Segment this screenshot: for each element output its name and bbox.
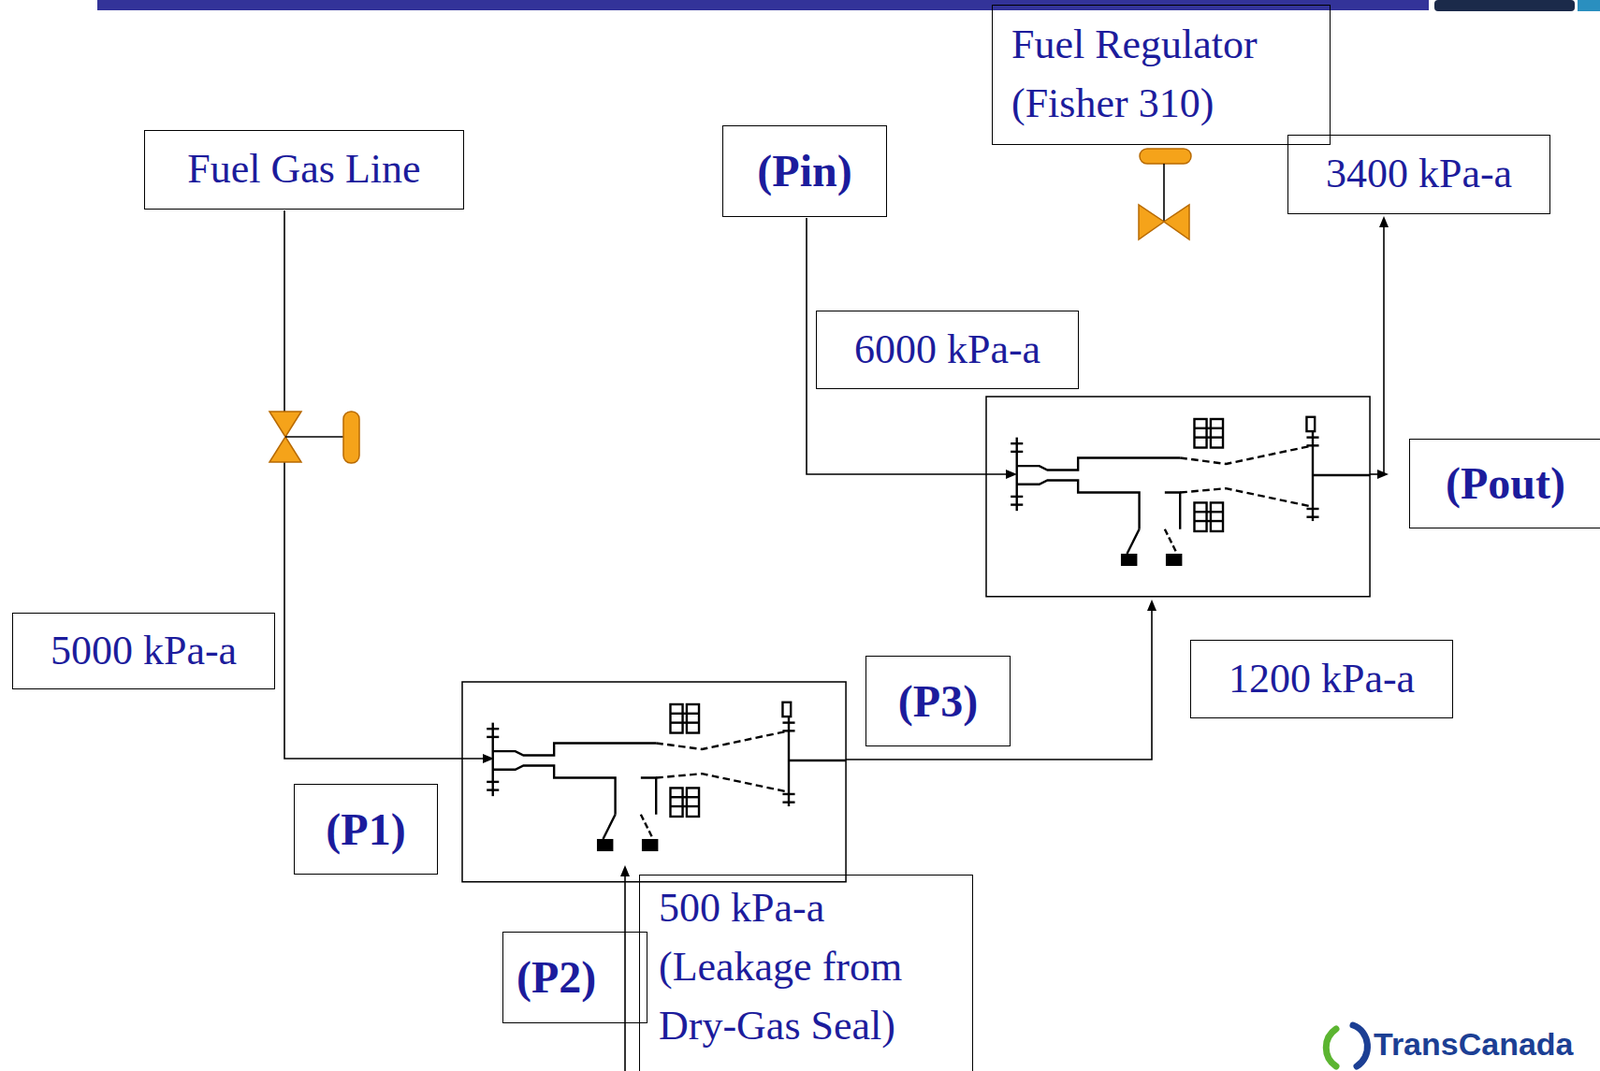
- header-image: [1434, 0, 1575, 12]
- arrowheads: [482, 754, 495, 764]
- arrowheads: [482, 216, 1389, 877]
- logo-mark: [1325, 1029, 1337, 1067]
- arrowheads: [1379, 216, 1389, 228]
- pressure-tag: (Pin): [756, 144, 852, 199]
- regulator-symbol: [1138, 148, 1192, 240]
- pipe-lines: [284, 210, 1384, 1071]
- valve-symbol: [343, 411, 360, 464]
- arrowheads: [1147, 599, 1157, 611]
- box-label: Fuel Regulator (Fisher 310): [1011, 15, 1311, 134]
- text-box: 5000 kPa-a: [12, 612, 276, 690]
- valve-symbol: [269, 411, 302, 437]
- pressure-tag: (P3): [898, 674, 978, 729]
- pipe-lines: [624, 873, 626, 1071]
- pressure-tag: (P1): [325, 802, 406, 858]
- regulator-symbol: [1163, 163, 1165, 222]
- text-box: 6000 kPa-a: [815, 310, 1079, 390]
- regulator-symbol: [1163, 204, 1190, 240]
- arrowheads: [1005, 469, 1018, 480]
- box-label: Fuel Gas Line: [187, 140, 421, 200]
- text-box: (P2): [502, 931, 648, 1024]
- regulator-symbol: [1138, 204, 1164, 240]
- ejector-upper: [986, 396, 1370, 597]
- text-box: 1200 kPa-a: [1190, 640, 1454, 719]
- header-image: [1577, 0, 1600, 12]
- pipe-lines: [845, 608, 1152, 760]
- logo-text: TransCanada: [1373, 1026, 1574, 1063]
- arrowheads: [1377, 469, 1389, 480]
- box-label: 6000 kPa-a: [854, 320, 1041, 380]
- text-box: (P3): [865, 655, 1011, 747]
- box-label: 1200 kPa-a: [1228, 650, 1415, 710]
- box-label: 3400 kPa-a: [1325, 145, 1513, 204]
- text-box: (Pout): [1409, 438, 1600, 529]
- text-box: (Pin): [722, 125, 888, 218]
- text-box: Fuel Gas Line: [144, 130, 465, 210]
- pipe-lines: [283, 210, 286, 412]
- pipe-lines: [1382, 224, 1385, 475]
- valve-symbol: [269, 436, 302, 463]
- pressure-tag: (Pout): [1445, 456, 1566, 511]
- text-box: 3400 kPa-a: [1287, 134, 1551, 215]
- valve-symbol: [269, 411, 360, 464]
- logo-mark: [1325, 1025, 1368, 1067]
- logo-mark: [1352, 1025, 1368, 1067]
- box-label: 500 kPa-a (Leakage from Dry-Gas Seal): [658, 879, 954, 1057]
- valve-symbol: [285, 436, 345, 438]
- text-box: 500 kPa-a (Leakage from Dry-Gas Seal): [639, 874, 974, 1071]
- pipe-lines: [284, 462, 485, 759]
- pressure-tag: (P2): [516, 950, 597, 1005]
- box-label: 5000 kPa-a: [50, 622, 237, 682]
- text-box: Fuel Regulator (Fisher 310): [991, 4, 1331, 146]
- arrowheads: [620, 865, 630, 877]
- text-box: (P1): [293, 784, 438, 875]
- ejector-lower: [462, 682, 846, 883]
- regulator-symbol: [1139, 148, 1192, 164]
